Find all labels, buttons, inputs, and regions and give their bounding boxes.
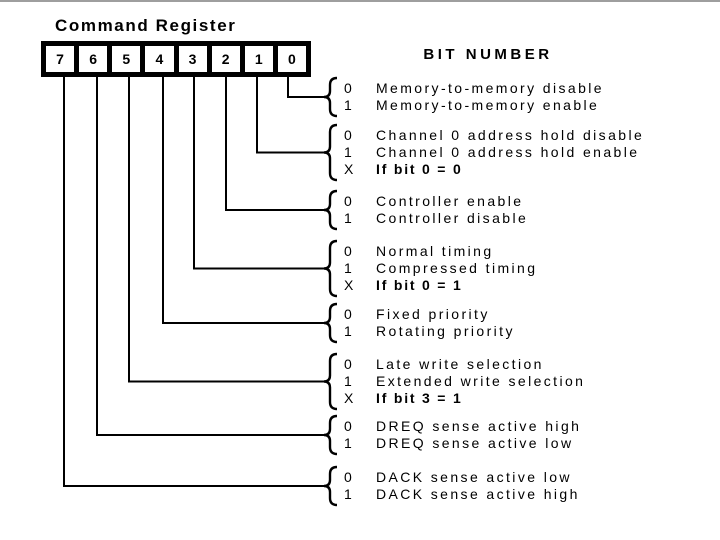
bit-description: DACK sense active high: [376, 486, 580, 502]
brace-icon: [323, 189, 338, 231]
brace-icon: [323, 123, 338, 182]
bit-value: 1: [344, 97, 352, 113]
bit-value: 1: [344, 144, 352, 160]
brace-icon: [323, 239, 338, 298]
bit-description: DREQ sense active low: [376, 435, 574, 451]
bit-value: 0: [344, 127, 352, 143]
bit-description: Memory-to-memory enable: [376, 97, 600, 113]
brace-icon: [323, 465, 338, 507]
brace-icon: [323, 414, 338, 456]
bit-value: 0: [344, 469, 352, 485]
register-bit-cell-5: 5: [112, 46, 141, 72]
bit-value: X: [344, 277, 354, 293]
register-bit-cell-4: 4: [145, 46, 174, 72]
top-border-line: [0, 0, 720, 2]
bit-value: 0: [344, 356, 352, 372]
bit-value: 0: [344, 243, 352, 259]
bit-value: 1: [344, 260, 352, 276]
bit-value: 0: [344, 80, 352, 96]
bit-description: Extended write selection: [376, 373, 586, 389]
brace-icon: [323, 76, 338, 118]
bit-description: Memory-to-memory disable: [376, 80, 604, 96]
bit-description: Fixed priority: [376, 306, 490, 322]
bit-description: Channel 0 address hold enable: [376, 144, 640, 160]
bit-description: Channel 0 address hold disable: [376, 127, 645, 143]
bit-description: DREQ sense active high: [376, 418, 582, 434]
bit-description: If bit 0 = 1: [376, 277, 463, 293]
bit-value: 1: [344, 486, 352, 502]
bit-value: X: [344, 161, 354, 177]
brace-icon: [323, 302, 338, 344]
bit-value: X: [344, 390, 354, 406]
bit-value: 0: [344, 193, 352, 209]
bit-value: 1: [344, 323, 352, 339]
bit-description: If bit 0 = 0: [376, 161, 463, 177]
page-title: Command Register: [55, 16, 237, 35]
brace-icon: [323, 352, 338, 411]
bit-number-heading: BIT NUMBER: [423, 46, 553, 63]
bit-description: If bit 3 = 1: [376, 390, 463, 406]
register-bit-cell-1: 1: [244, 46, 273, 72]
register-bit-cell-2: 2: [211, 46, 240, 72]
bit-description: Late write selection: [376, 356, 544, 372]
register-bit-cell-6: 6: [79, 46, 108, 72]
bit-value: 0: [344, 418, 352, 434]
bit-value: 1: [344, 373, 352, 389]
bit-description: Controller disable: [376, 210, 529, 226]
register-bit-cell-0: 0: [277, 46, 306, 72]
bit-value: 1: [344, 435, 352, 451]
bit-value: 0: [344, 306, 352, 322]
bit-description: Controller enable: [376, 193, 524, 209]
bit-description: Compressed timing: [376, 260, 538, 276]
register-bit-cell-3: 3: [178, 46, 207, 72]
bit-description: DACK sense active low: [376, 469, 572, 485]
bit-value: 1: [344, 210, 352, 226]
bit-description: Normal timing: [376, 243, 494, 259]
bit-description: Rotating priority: [376, 323, 515, 339]
register-bit-cell-7: 7: [46, 46, 75, 72]
